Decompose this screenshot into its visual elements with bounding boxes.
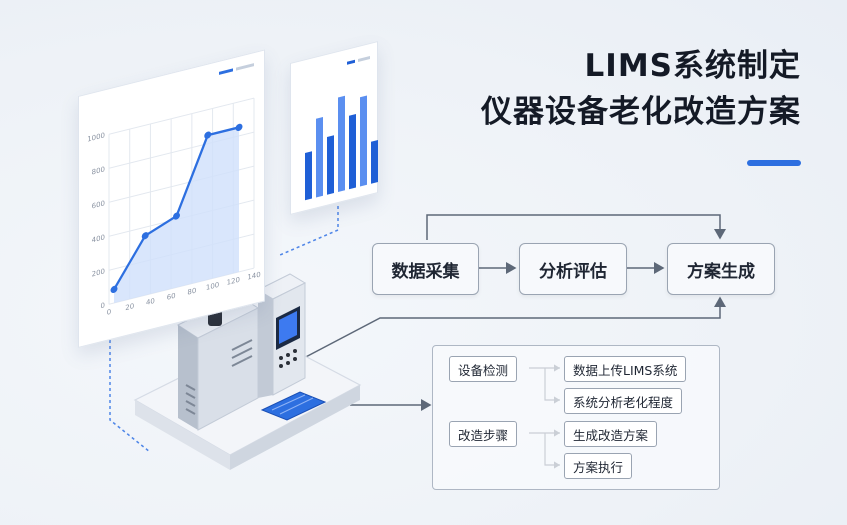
bar: [360, 95, 367, 187]
flow-step-data-collection: 数据采集: [372, 243, 479, 295]
bar-chart-panel: [290, 41, 378, 215]
bar: [305, 151, 312, 201]
detail-generate-plan: 生成改造方案: [564, 421, 658, 447]
x-tick-label: 80: [187, 285, 196, 296]
data-point: [141, 232, 149, 240]
detail-analyze-aging: 系统分析老化程度: [564, 388, 683, 414]
grid-line-h: [109, 97, 254, 135]
page-title-line-1: LIMS系统制定: [584, 48, 801, 84]
detail-refit-steps: 改造步骤: [449, 421, 518, 447]
bar: [349, 114, 356, 190]
data-point: [173, 212, 180, 220]
legend-swatch: [219, 68, 233, 75]
y-tick-label: 400: [92, 232, 106, 244]
flow-step-plan-generation: 方案生成: [667, 243, 775, 295]
title-accent-bar: [747, 160, 801, 166]
lab-instrument-icon: [176, 273, 307, 431]
legend-swatch: [347, 59, 355, 65]
y-tick-label: 600: [92, 198, 106, 210]
line-area: [114, 127, 239, 304]
x-tick-label: 20: [125, 301, 134, 312]
data-point: [110, 285, 118, 294]
flow-step-analysis: 分析评估: [519, 243, 627, 295]
y-tick-label: 800: [92, 164, 106, 176]
device-to-flow-arrow: [299, 296, 726, 361]
data-point: [235, 123, 243, 131]
bar: [371, 140, 378, 184]
detail-device-detect: 设备检测: [449, 356, 518, 382]
data-point: [204, 131, 212, 139]
y-tick-label: 200: [92, 266, 106, 278]
dashed-link-left: [109, 340, 151, 453]
x-tick-label: 140: [247, 269, 261, 281]
x-tick-label: 60: [167, 291, 176, 302]
loop-arrow: [426, 214, 726, 240]
x-tick-label: 0: [107, 307, 112, 317]
dashed-link-right: [279, 200, 339, 256]
keypad-icon: [260, 391, 327, 421]
y-tick-label: 0: [101, 300, 106, 310]
bar: [327, 135, 334, 195]
bar: [338, 95, 345, 193]
legend-swatch: [236, 63, 254, 71]
line-chart: 1000 800 600 400 200 00 20 40 60 80 100 120 140: [87, 63, 261, 317]
x-tick-label: 40: [146, 296, 155, 307]
detail-upload-lims: 数据上传LIMS系统: [564, 356, 687, 382]
y-tick-label: 1000: [87, 130, 105, 143]
detail-execute-plan: 方案执行: [564, 453, 633, 479]
legend-swatch: [358, 56, 370, 63]
bar: [316, 117, 323, 198]
bar-chart: [305, 56, 378, 201]
x-tick-label: 100: [206, 280, 220, 292]
page-title-line-2: 仪器设备老化改造方案: [481, 94, 801, 130]
x-tick-label: 120: [227, 275, 241, 287]
